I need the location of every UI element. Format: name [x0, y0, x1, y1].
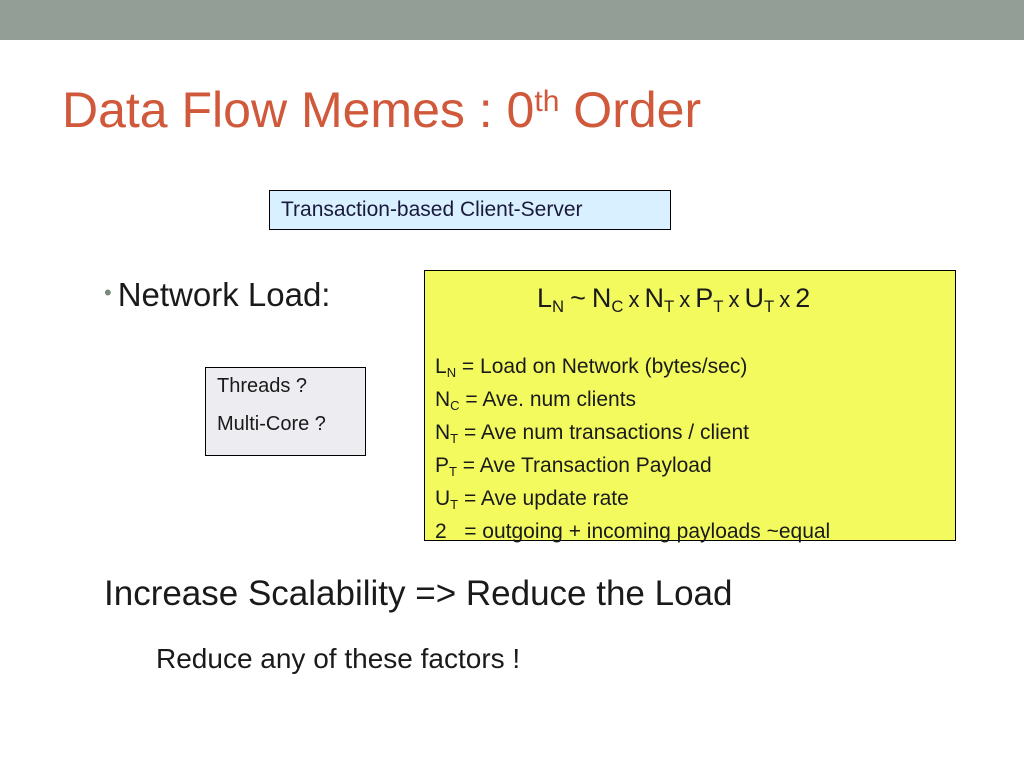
- network-load-bullet: •Network Load:: [104, 276, 330, 314]
- definition-text: = Ave num transactions / client: [458, 421, 749, 444]
- definition-symbol: N: [435, 388, 451, 411]
- reduce-factors-text: Reduce any of these factors !: [156, 643, 521, 674]
- bullet-icon: •: [104, 280, 112, 305]
- formula-variable-subscript: T: [763, 297, 775, 317]
- formula-variable-subscript: C: [611, 297, 624, 317]
- formula-operator: ~: [570, 283, 586, 313]
- bullet-text: Network Load:: [117, 276, 331, 313]
- definition-row: PT = Ave Transaction Payload: [435, 450, 830, 483]
- multicore-line: Multi-Core ?: [217, 413, 326, 435]
- definition-subscript: C: [450, 398, 460, 414]
- top-bar: [0, 0, 1024, 40]
- formula-variable-base: P: [695, 283, 714, 313]
- formula-variable: 2: [795, 283, 810, 313]
- formula-operator: x: [779, 287, 791, 312]
- formula-variable: UT: [744, 283, 775, 317]
- definition-row: NC = Ave. num clients: [435, 384, 830, 417]
- definition-row: 2 = outgoing + incoming payloads ~equal: [435, 516, 830, 547]
- definition-text: = Ave. num clients: [459, 388, 637, 411]
- definition-symbol: 2: [435, 520, 447, 543]
- definition-row: LN = Load on Network (bytes/sec): [435, 351, 830, 384]
- formula-variable-subscript: T: [664, 297, 675, 317]
- slide-title: Data Flow Memes : 0th Order: [62, 80, 701, 140]
- formula-variable-subscript: T: [713, 297, 724, 317]
- title-text: Data Flow Memes : 0: [62, 82, 535, 138]
- formula-variable: NC: [591, 283, 624, 317]
- formula-definitions: LN = Load on Network (bytes/sec)NC = Ave…: [435, 351, 830, 547]
- definition-text: = Ave update rate: [458, 487, 629, 510]
- formula-variable: NT: [644, 283, 675, 317]
- formula-variable-base: U: [744, 283, 764, 313]
- formula-variable-base: N: [644, 283, 665, 313]
- definition-text: = Ave Transaction Payload: [456, 454, 712, 477]
- definition-row: NT = Ave num transactions / client: [435, 417, 830, 450]
- definition-text: = outgoing + incoming payloads ~equal: [446, 520, 831, 543]
- definition-subscript: T: [450, 497, 459, 513]
- definition-subscript: T: [449, 464, 457, 480]
- formula-variable-base: L: [537, 283, 553, 313]
- definition-symbol: L: [435, 355, 447, 378]
- formula-variable-base: N: [591, 283, 612, 313]
- formula-variable: LN: [537, 283, 565, 317]
- formula-variable-subscript: N: [552, 297, 565, 317]
- increase-scalability-text: Increase Scalability => Reduce the Load: [104, 574, 733, 613]
- threads-line: Threads ?: [217, 375, 308, 397]
- definition-symbol: N: [435, 421, 451, 444]
- title-superscript: th: [534, 85, 560, 118]
- formula-operator: x: [628, 287, 640, 312]
- definition-text: = Load on Network (bytes/sec): [456, 355, 748, 378]
- title-suffix: Order: [559, 82, 702, 138]
- formula-operator: x: [679, 287, 691, 312]
- definition-symbol: U: [435, 487, 451, 510]
- formula-variable-base: 2: [795, 283, 811, 313]
- formula-variable: PT: [695, 283, 724, 317]
- threads-box: Threads ? Multi-Core ?: [205, 367, 366, 456]
- formula-operator: x: [728, 287, 740, 312]
- definition-symbol: P: [435, 454, 450, 477]
- definition-row: UT = Ave update rate: [435, 483, 830, 516]
- client-server-box: Transaction-based Client-Server: [269, 190, 671, 230]
- definition-subscript: T: [450, 431, 459, 447]
- definition-subscript: N: [446, 365, 457, 381]
